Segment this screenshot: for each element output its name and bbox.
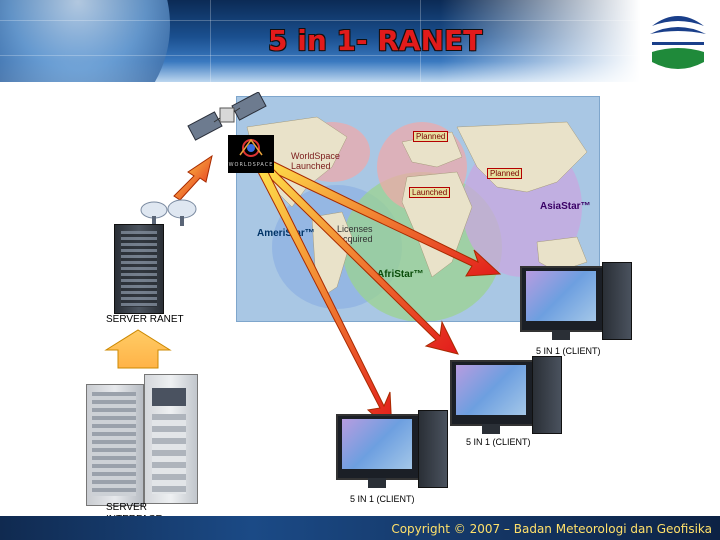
bmg-logo-icon	[647, 7, 709, 77]
uplink-arrow	[173, 154, 213, 201]
worldspace-label: WorldSpace Launched	[291, 151, 340, 171]
downlink-arrow-3	[257, 167, 393, 434]
client-1-label: 5 IN 1 (CLIENT)	[536, 346, 601, 356]
header-grid-line	[210, 0, 211, 82]
server-ranet-label: SERVER RANET	[106, 314, 184, 325]
licenses-label: Licenses Acquired	[337, 224, 373, 244]
client-computer-3	[336, 410, 448, 494]
header-grid-line	[0, 20, 640, 21]
copyright-text: Copyright © 2007 – Badan Meteorologi dan…	[391, 522, 712, 536]
downlink-arrow-1	[263, 159, 502, 277]
worldspace-logo-text: WORLDSPACE	[228, 162, 274, 168]
planned-right-label: Planned	[487, 168, 523, 179]
afristar-label: AfriStar™	[377, 269, 424, 280]
globe-graphic	[0, 0, 170, 82]
footer-band	[0, 516, 720, 540]
map-graphic	[246, 116, 588, 321]
slide-title: 5 in 1- RANET	[268, 24, 483, 57]
client-computer-1	[520, 262, 632, 346]
launched-label: Launched	[409, 187, 451, 198]
server-interface-icon	[86, 374, 198, 506]
client-3-label: 5 IN 1 (CLIENT)	[350, 494, 415, 504]
client-2-label: 5 IN 1 (CLIENT)	[466, 437, 531, 447]
satellite-dishes-icon	[140, 199, 197, 226]
header-grid-line	[0, 55, 640, 56]
ameristar-label: AmeriStar™	[257, 228, 315, 239]
header-banner	[0, 0, 640, 82]
planned-top-label: Planned	[413, 131, 449, 142]
worldspace-logo: WORLDSPACE	[228, 135, 274, 173]
downlink-arrow-2	[261, 163, 459, 355]
header-grid-line	[420, 0, 421, 82]
satellite-icon	[187, 92, 267, 141]
header-fade	[440, 0, 640, 82]
worldspace-logo-icon	[239, 138, 263, 157]
asiastar-label: AsiaStar™	[540, 201, 591, 212]
server-ranet-icon	[114, 224, 164, 314]
client-computer-2	[450, 356, 562, 440]
server-up-arrow	[104, 329, 172, 369]
